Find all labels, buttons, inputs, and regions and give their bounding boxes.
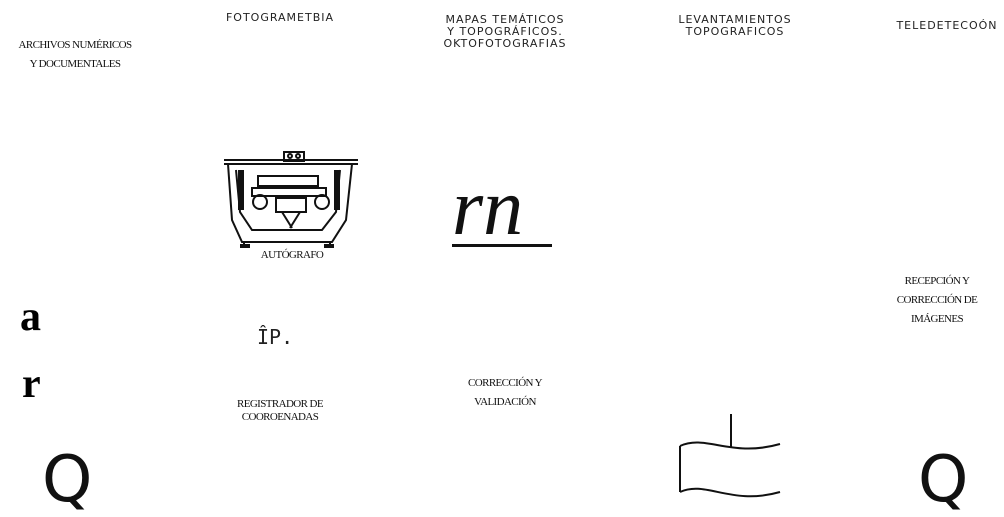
symbol-q-left: Q xyxy=(42,443,93,517)
label-recepcion: RECEPCIÓN Y CORRECCIÓN DE IMÁGENES xyxy=(896,275,978,325)
label-autografo: AUTÓGRAFO xyxy=(260,249,324,261)
header-mapas: MAPAS TEMÁTICOS Y TOPOGRÁFICOS. OKTOFOTO… xyxy=(443,13,567,50)
symbol-q-right: Q xyxy=(918,443,969,517)
symbol-rn: rn xyxy=(452,164,524,252)
rn-underline xyxy=(452,244,552,247)
label-registrador: REGISTRADOR DE COOROENADAS xyxy=(236,398,324,423)
symbol-a: a xyxy=(20,294,41,340)
autografo-machine-icon xyxy=(224,151,358,248)
tape-reel-icon xyxy=(679,414,781,498)
header-teledeteccion: TELEDETECOÓN xyxy=(896,19,998,32)
header-archivos: ARCHIVOS NUMÉRICOS Y DOCUMENTALES xyxy=(18,39,133,70)
header-fotogrametria: FOTOGRAMETBIA xyxy=(225,11,335,24)
header-levantamientos: LEVANTAMIENTOS TOPOGRAFICOS xyxy=(678,13,792,38)
symbol-ip: ÎP. xyxy=(257,325,294,349)
label-correccion: CORRECCIÓN Y VALIDACIÓN xyxy=(468,377,543,408)
symbol-r: r xyxy=(22,361,41,407)
